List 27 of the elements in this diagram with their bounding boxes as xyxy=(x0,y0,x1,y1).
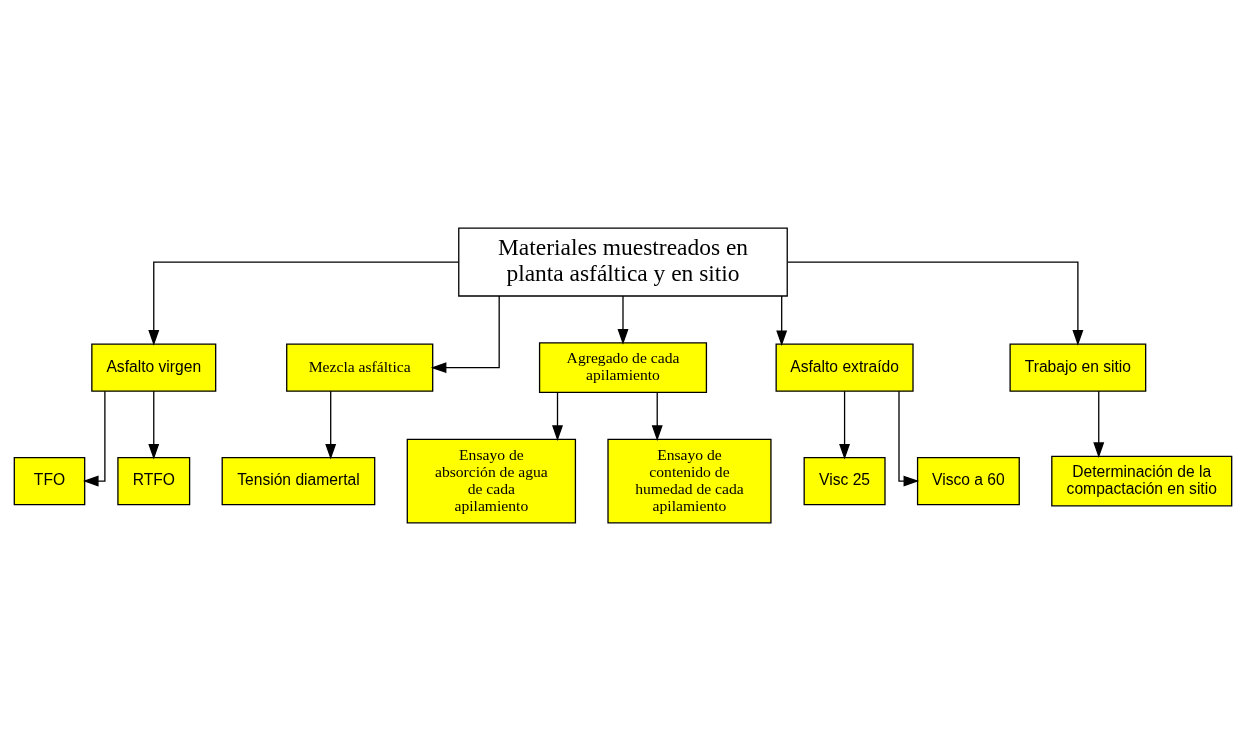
arrow xyxy=(617,295,629,345)
node-box: TFO xyxy=(13,456,86,506)
arrow xyxy=(325,390,337,460)
node-box: Tensión diamertal xyxy=(221,456,376,506)
node-box: Visc 25 xyxy=(803,456,886,506)
node-box: Agregado de cada apilamiento xyxy=(538,342,708,394)
arrow xyxy=(839,390,851,460)
arrow xyxy=(430,295,500,374)
node-box: Trabajo en sitio xyxy=(1009,343,1147,392)
arrow xyxy=(898,390,920,487)
node-box: Asfalto virgen xyxy=(91,343,217,392)
arrow xyxy=(1093,390,1105,458)
arrow xyxy=(651,392,663,441)
node-box: Mezcla asfáltica xyxy=(286,343,434,392)
arrow xyxy=(787,261,1084,346)
node-box: RTFO xyxy=(117,456,191,506)
arrow xyxy=(552,392,563,441)
arrow xyxy=(776,295,788,347)
node-box: Asfalto extraído xyxy=(775,343,914,392)
arrow xyxy=(82,390,106,487)
node-box: Determinación de la compactación en sitio xyxy=(1051,455,1233,507)
arrow xyxy=(148,390,160,460)
node-box: Ensayo de absorción de agua de cada apilamiento xyxy=(406,438,577,524)
node-box: Ensayo de contenido de humedad de cada apilamiento xyxy=(607,438,772,524)
arrow xyxy=(148,261,460,346)
node-box: Visco a 60 xyxy=(916,456,1020,506)
node-box: Materiales muestreados en planta asfáltica y en sitio xyxy=(458,227,788,297)
